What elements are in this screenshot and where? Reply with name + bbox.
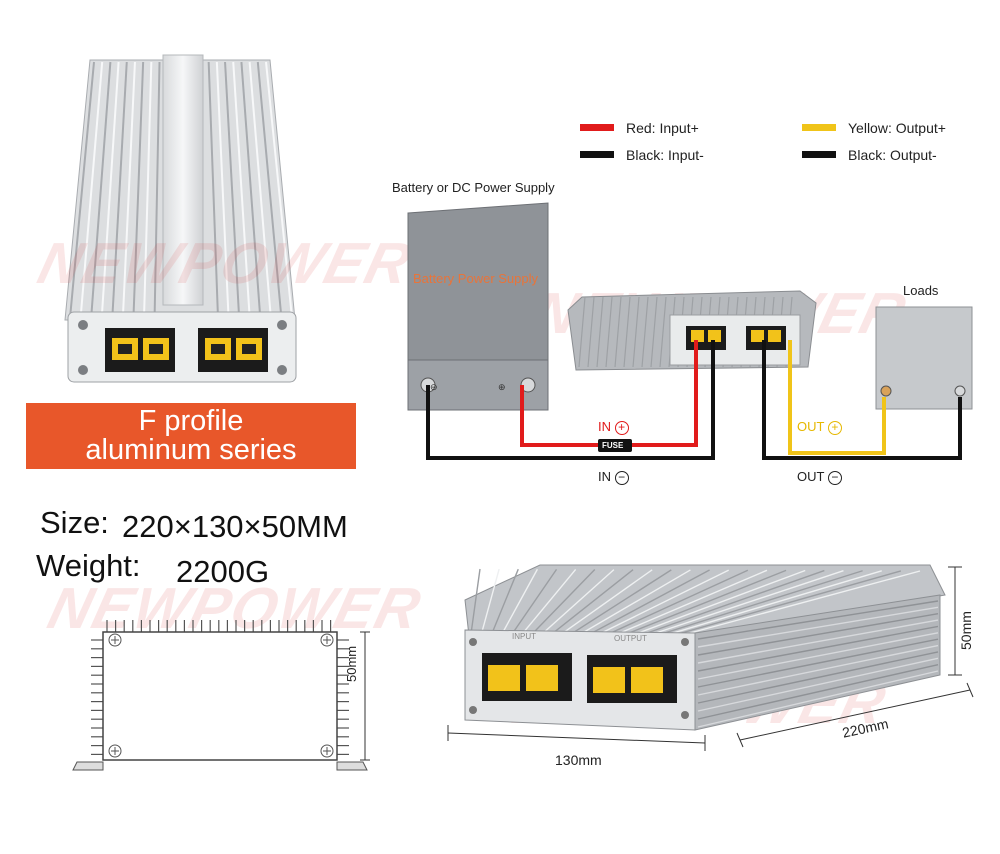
battery-label-text: Battery Power Supply (413, 271, 539, 286)
legend-swatch-black-out (802, 151, 836, 158)
out-minus-text: OUT (797, 469, 825, 484)
battery-power-supply: ⊖ ⊕ (407, 202, 549, 411)
legend-swatch-yellow (802, 124, 836, 131)
output-terminal-block (198, 328, 268, 372)
input-label-3d: INPUT (512, 632, 536, 641)
product-3d-view (447, 564, 974, 751)
black-output-wire (762, 340, 962, 460)
series-banner: F profile aluminum series (26, 403, 356, 469)
loads-box (875, 306, 973, 410)
converter-unit (567, 290, 817, 371)
legend-red-input-plus: Red: Input+ (626, 120, 699, 136)
out-plus-text: OUT (797, 419, 825, 434)
front-height-dimension: 50mm (344, 645, 359, 682)
heatsink-fins (69, 61, 293, 319)
legend-swatch-red (580, 124, 614, 131)
yellow-output-wire (788, 340, 886, 455)
wiring-diagram: ⊖ ⊕ (407, 202, 973, 460)
plus-circle-icon: + (827, 421, 842, 435)
fuse-label: FUSE (602, 441, 624, 450)
output-label-3d: OUTPUT (614, 634, 647, 643)
loads-label: Loads (903, 283, 939, 298)
input-terminal-block (105, 328, 175, 372)
power-source-label: Battery or DC Power Supply (392, 180, 555, 195)
product-top-photo (64, 54, 297, 383)
minus-circle-icon: − (827, 471, 842, 485)
legend-black-output-minus: Black: Output- (848, 147, 937, 163)
banner-line-1: F profile (138, 405, 244, 437)
out-plus-label: OUT + (797, 419, 842, 435)
in-plus-label: IN + (598, 419, 629, 435)
plus-circle-icon: + (614, 421, 629, 435)
in-minus-label: IN − (598, 469, 629, 485)
in-plus-text: IN (598, 419, 611, 434)
side-height-dimension: 50mm (958, 611, 974, 650)
banner-line-2: aluminum series (85, 434, 297, 466)
minus-circle-icon: − (614, 471, 629, 485)
svg-text:⊖: ⊖ (430, 382, 438, 392)
svg-text:⊕: ⊕ (498, 382, 506, 392)
watermark-1: NEWPOWER (31, 231, 419, 296)
fuse (598, 439, 632, 452)
legend-yellow-output-plus: Yellow: Output+ (848, 120, 946, 136)
size-value: 220×130×50MM (122, 509, 348, 544)
legend-black-input-minus: Black: Input- (626, 147, 704, 163)
black-input-wire (426, 340, 715, 460)
size-label: Size: (40, 505, 109, 540)
legend-swatch-black-in (580, 151, 614, 158)
in-minus-text: IN (598, 469, 611, 484)
weight-label: Weight: (36, 548, 141, 583)
weight-value: 2200G (176, 554, 270, 589)
out-minus-label: OUT − (797, 469, 842, 485)
front-outline-drawing (72, 620, 370, 771)
width-dimension: 130mm (555, 752, 602, 768)
